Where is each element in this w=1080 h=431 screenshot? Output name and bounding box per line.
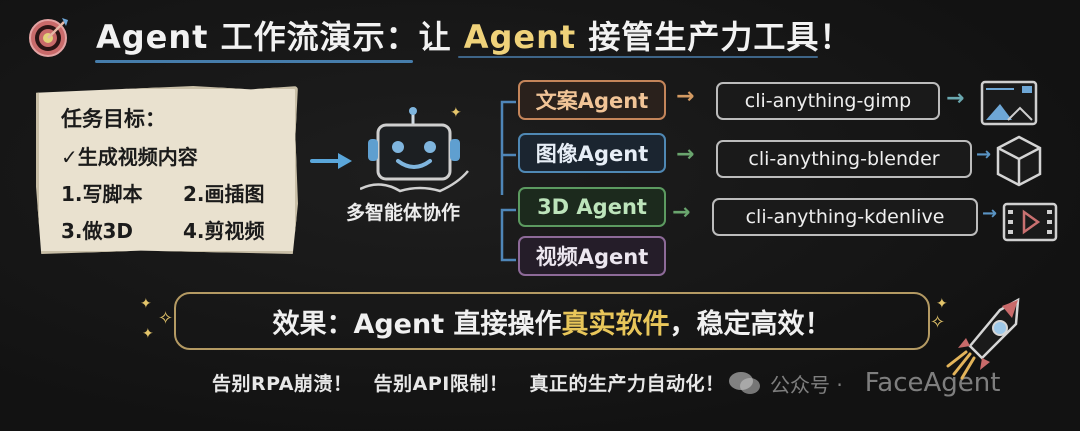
watermark-brand: FaceAgent: [864, 368, 1001, 398]
cli-tool-label: cli-anything-kdenlive: [745, 206, 945, 228]
task-heading: 任务目标：: [61, 107, 166, 131]
slogan: 告别RPA崩溃！: [212, 373, 353, 395]
agent-label: 3D Agent: [537, 195, 647, 219]
task-step: 3.做3D: [61, 219, 134, 243]
arrow-right-icon: →: [982, 203, 998, 224]
video-icon: [1002, 202, 1058, 242]
agent-3d: 3D Agent: [518, 187, 666, 227]
title-part2: 接管生产力工具！: [576, 18, 853, 56]
svg-text:✦: ✦: [450, 105, 462, 121]
agent-video: 视频Agent: [518, 236, 666, 276]
arrow-right-icon: →: [676, 142, 695, 167]
title-underline-secondary: [458, 56, 818, 58]
branch-connector: [500, 100, 516, 262]
agent-copywriting: 文案Agent: [518, 80, 666, 120]
watermark-channel: 公众号 ·: [770, 372, 843, 397]
banner-highlight: 真实软件: [561, 308, 670, 340]
wechat-icon: [729, 372, 760, 394]
arrow-right-icon: [310, 153, 352, 169]
sparkle-icon: ✦: [142, 326, 154, 342]
arrow-right-icon: →: [946, 86, 965, 111]
orchestrator-label: 多智能体协作: [346, 202, 461, 224]
arrow-right-icon: →: [976, 144, 992, 165]
arrow-right-icon: →: [676, 84, 695, 109]
cli-tool-blender: cli-anything-blender: [716, 140, 972, 178]
task-step: 4.剪视频: [183, 219, 265, 243]
task-goal: ✓生成视频内容: [61, 145, 198, 169]
cli-tool-gimp: cli-anything-gimp: [716, 82, 940, 120]
footer-slogans: 告别RPA崩溃！ 告别API限制！ 真正的生产力自动化！: [212, 369, 739, 396]
title-highlight: Agent: [463, 18, 577, 56]
task-step: 1.写脚本: [61, 182, 143, 206]
agent-label: 图像Agent: [535, 142, 649, 166]
slogan: 告别API限制！: [373, 373, 509, 395]
cube-icon: [996, 135, 1042, 187]
sparkle-icon: ✦: [140, 296, 152, 312]
task-steps: 1.写脚本 2.画插图 3.做3D 4.剪视频: [61, 178, 295, 244]
agent-label: 视频Agent: [535, 245, 649, 269]
cli-tool-kdenlive: cli-anything-kdenlive: [712, 198, 978, 236]
cli-tool-label: cli-anything-gimp: [744, 90, 912, 112]
title-underline: [95, 60, 413, 63]
effect-banner: 效果：Agent 直接操作真实软件，稳定高效！: [174, 292, 930, 350]
title-part1: Agent 工作流演示：让: [96, 18, 464, 56]
slogan: 真正的生产力自动化！: [529, 373, 725, 395]
robot-icon: ✦: [360, 105, 469, 193]
arrow-right-icon: →: [672, 200, 691, 225]
page-title: Agent 工作流演示：让 Agent 接管生产力工具！: [96, 12, 852, 58]
image-icon: [980, 80, 1038, 126]
banner-part2: ，稳定高效！: [669, 308, 832, 340]
watermark: 公众号 · FaceAgent: [728, 368, 1000, 398]
target-icon: [29, 18, 68, 57]
task-step: 2.画插图: [183, 182, 265, 206]
agent-image: 图像Agent: [518, 133, 666, 173]
banner-part1: 效果：Agent 直接操作: [272, 308, 562, 340]
sparkle-icon: ✧: [930, 312, 946, 333]
task-goal-note: 任务目标： ✓生成视频内容 1.写脚本 2.画插图 3.做3D 4.剪视频: [36, 86, 298, 254]
rocket-icon: [946, 297, 1020, 380]
agent-label: 文案Agent: [535, 89, 649, 113]
sparkle-icon: ✧: [158, 308, 174, 329]
sparkle-icon: ✦: [936, 296, 948, 312]
cli-tool-label: cli-anything-blender: [748, 148, 940, 170]
